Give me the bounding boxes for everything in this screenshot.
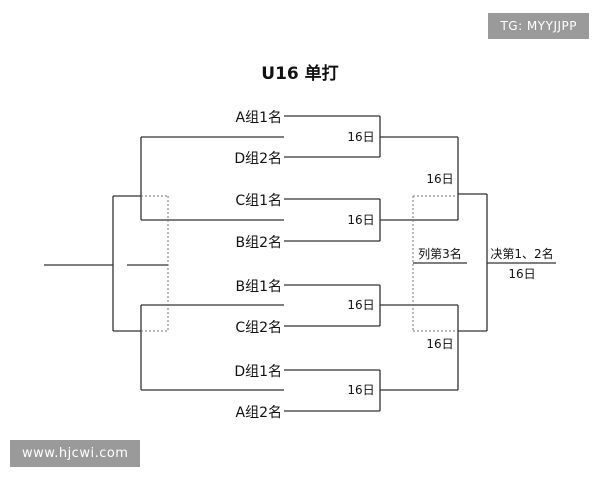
- left-bracket: [44, 136, 284, 391]
- final-date: 16日: [508, 267, 535, 281]
- entry-a1: A组1名: [236, 110, 282, 126]
- qf1-date: 16日: [347, 130, 374, 144]
- entry-lines: [284, 115, 380, 412]
- qf2-date: 16日: [347, 213, 374, 227]
- entry-a2: A组2名: [236, 405, 282, 421]
- third-place-label: 列第3名: [418, 246, 462, 261]
- sf2-date: 16日: [426, 337, 453, 351]
- entry-c2: C组2名: [235, 320, 282, 336]
- final-label: 决第1、2名: [490, 246, 553, 261]
- semifinal-connectors: [457, 137, 556, 390]
- qf3-date: 16日: [347, 298, 374, 312]
- watermark-bottom: www.hjcwi.com: [10, 440, 141, 467]
- quarterfinal-connectors: [379, 116, 458, 411]
- third-place-connector: [412, 195, 467, 332]
- sf1-date: 16日: [426, 172, 453, 186]
- entry-d1: D组1名: [234, 364, 282, 380]
- watermark-top: TG: MYYJJPP: [488, 13, 589, 39]
- bracket-title: U16 单打: [261, 63, 338, 84]
- entry-b2: B组2名: [235, 235, 282, 251]
- entry-c1: C组1名: [235, 193, 282, 209]
- entry-d2: D组2名: [234, 151, 282, 167]
- entry-b1: B组1名: [235, 279, 282, 295]
- qf4-date: 16日: [347, 383, 374, 397]
